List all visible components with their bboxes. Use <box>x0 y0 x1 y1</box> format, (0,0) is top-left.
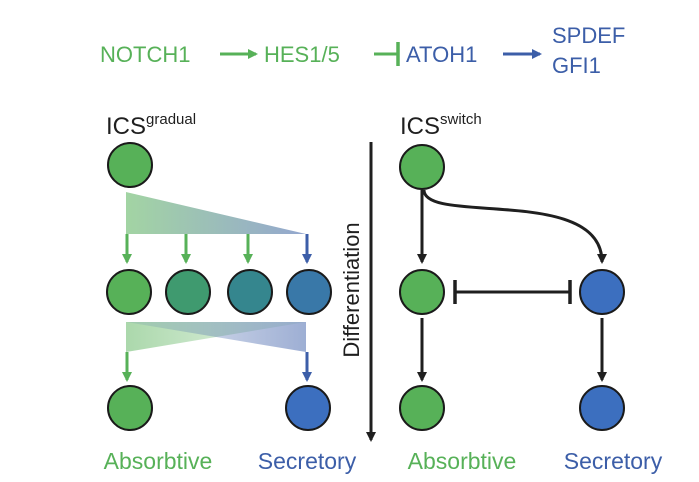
gradual-panel: ICSgradual Absorbtive Secretory <box>104 111 357 474</box>
gradual-secretory-label: Secretory <box>258 448 357 474</box>
pathway-header: NOTCH1 HES1/5 ATOH1 SPDEF GFI1 <box>100 23 625 78</box>
gradual-intermediate-cell-2 <box>165 269 211 315</box>
gradual-intermediate-cell-3 <box>227 269 273 315</box>
gradual-fate-bias-wedge-top <box>126 192 306 234</box>
switch-absorptive-cell <box>399 385 445 431</box>
gradual-secretory-cell <box>285 385 331 431</box>
hes-inhibits-atoh1 <box>374 42 400 66</box>
switch-secretory-cell <box>579 385 625 431</box>
differentiation-axis: Differentiation <box>339 142 376 442</box>
switch-absorptive-label: Absorbtive <box>408 448 517 474</box>
gradual-title-superscript: gradual <box>146 111 196 128</box>
switch-secretory-label: Secretory <box>564 448 663 474</box>
spdef-label: SPDEF <box>552 23 625 48</box>
switch-arrow-secretory-branch <box>422 189 607 264</box>
switch-panel: ICSswitch Absorbtive Secretory <box>399 111 663 474</box>
switch-ics-cell <box>399 144 445 190</box>
switch-mutual-inhibition <box>453 280 572 304</box>
gradual-intermediate-cell-4 <box>286 269 332 315</box>
gradual-absorptive-cell <box>107 385 153 431</box>
switch-title-superscript: switch <box>440 111 482 128</box>
switch-title: ICSswitch <box>400 111 482 140</box>
gradual-title: ICSgradual <box>106 111 196 140</box>
gfi1-label: GFI1 <box>552 53 601 78</box>
notch1-label: NOTCH1 <box>100 42 190 67</box>
hes-label: HES1/5 <box>264 42 340 67</box>
differentiation-label: Differentiation <box>339 222 364 357</box>
gradual-ics-cell <box>107 142 153 188</box>
atoh1-label: ATOH1 <box>406 42 477 67</box>
gradual-intermediate-cell-1 <box>106 269 152 315</box>
switch-absorptive-progenitor <box>399 269 445 315</box>
gradual-absorptive-label: Absorbtive <box>104 448 213 474</box>
switch-secretory-progenitor <box>579 269 625 315</box>
gradual-fate-wedge-secretory <box>126 322 306 352</box>
